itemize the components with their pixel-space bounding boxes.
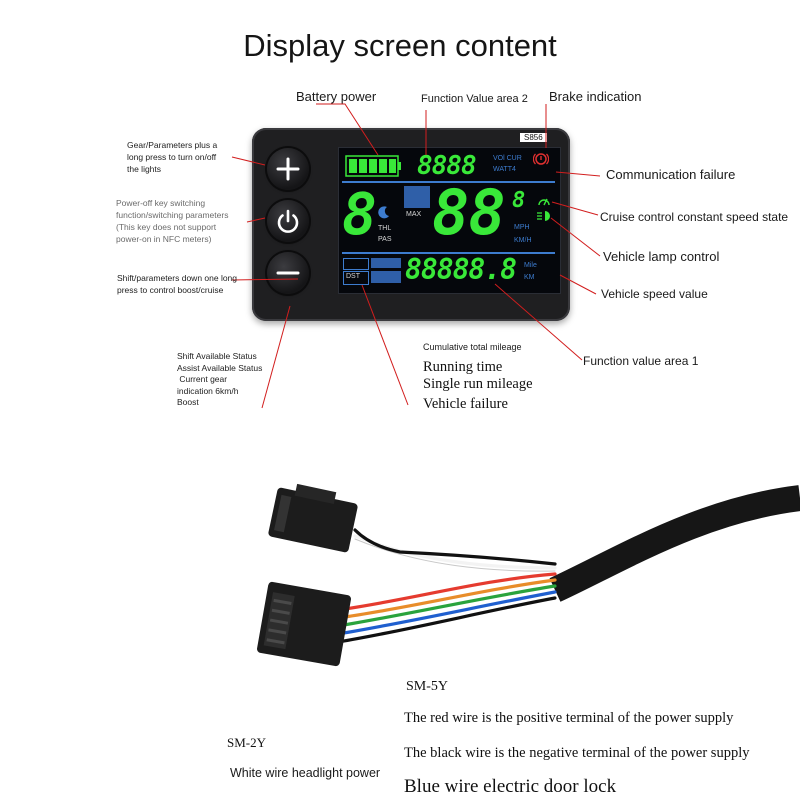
label-communication-failure: Communication failure	[606, 167, 736, 182]
main-cable	[549, 485, 800, 602]
leader-lamp	[550, 217, 601, 257]
indicator-box-3	[371, 271, 401, 283]
dst-label: DST	[346, 273, 360, 280]
area1-digits: 88888.8	[405, 253, 517, 286]
mph-label: MPH	[514, 224, 530, 231]
label-battery-power: Battery power	[296, 89, 377, 104]
gear-digit: 8	[342, 180, 377, 248]
kmh-label: KM/H	[514, 237, 532, 244]
dst-box	[343, 271, 369, 285]
indicator-box-2	[371, 258, 401, 268]
label-black-wire: The black wire is the negative terminal …	[404, 745, 750, 761]
power-button[interactable]	[267, 200, 309, 242]
power-button-description: Power-off key switching function/switchi…	[116, 198, 229, 244]
leader-status	[261, 305, 291, 409]
leader-cruise	[551, 201, 599, 216]
leader-minus	[231, 278, 299, 281]
label-cruise-control: Cruise control constant speed state	[600, 210, 789, 224]
label-vehicle-speed-value: Vehicle speed value	[601, 287, 708, 301]
mile-label: Mile	[524, 262, 537, 269]
max-label: MAX	[406, 211, 422, 218]
watt-label: WATT4	[493, 166, 516, 173]
page-title: Display screen content	[243, 28, 557, 63]
model-label: S856	[520, 133, 547, 142]
pas-label: PAS	[378, 236, 392, 243]
label-function-value-area-1: Function value area 1	[583, 354, 699, 368]
leader-power	[246, 217, 266, 223]
leader-comm	[555, 171, 601, 177]
label-white-wire: White wire headlight power	[230, 766, 381, 780]
leader-speed	[559, 274, 597, 295]
label-single-run-mileage: Single run mileage	[423, 376, 533, 392]
power-icon	[277, 209, 299, 233]
cruise-icon	[538, 198, 550, 206]
speed-digits: 88	[432, 176, 506, 249]
label-blue-wire: Blue wire electric door lock	[404, 776, 617, 797]
label-sm2y: SM-2Y	[227, 735, 267, 750]
sm2y-wires	[353, 528, 557, 572]
vol-cur-label: VOl CUR	[493, 155, 522, 162]
minus-icon	[276, 271, 300, 275]
label-vehicle-lamp-control: Vehicle lamp control	[603, 249, 720, 264]
leader-plus	[231, 156, 266, 166]
label-red-wire: The red wire is the positive terminal of…	[404, 710, 734, 726]
speed-decimal: 8	[512, 188, 525, 213]
thl-label: THL	[378, 225, 392, 232]
leader-area1	[494, 283, 583, 361]
battery-icon	[345, 155, 401, 177]
status-description: Shift Available Status Assist Available …	[177, 351, 263, 407]
leader-battery	[316, 103, 379, 156]
max-box	[404, 186, 430, 208]
lamp-icon	[537, 211, 550, 221]
sm5y-connector	[257, 581, 351, 667]
plus-icon	[276, 157, 300, 181]
label-vehicle-failure: Vehicle failure	[423, 396, 508, 412]
label-cumulative-total-mileage: Cumulative total mileage	[423, 342, 522, 352]
leader-vehicle-failure	[361, 284, 409, 406]
sm5y-wires	[336, 572, 557, 644]
minus-button[interactable]	[267, 252, 309, 294]
minus-button-description: Shift/parameters down one long press to …	[117, 273, 238, 295]
km-label: KM	[524, 274, 535, 281]
label-brake-indication: Brake indication	[549, 89, 642, 104]
label-sm5y: SM-5Y	[406, 679, 449, 694]
cable-illustration	[257, 483, 800, 667]
area2-digits: 8888	[417, 151, 477, 181]
indicator-box-1	[343, 258, 369, 270]
lcd-divider-top	[342, 181, 555, 183]
moon-icon	[378, 206, 389, 219]
sm2y-connector	[268, 483, 358, 553]
brake-icon	[533, 153, 549, 165]
plus-button-description: Gear/Parameters plus a long press to tur…	[127, 140, 218, 174]
lcd-divider-bottom	[342, 252, 555, 254]
plus-button[interactable]	[267, 148, 309, 190]
label-running-time: Running time	[423, 359, 503, 375]
label-function-value-area-2: Function Value area 2	[421, 93, 528, 105]
